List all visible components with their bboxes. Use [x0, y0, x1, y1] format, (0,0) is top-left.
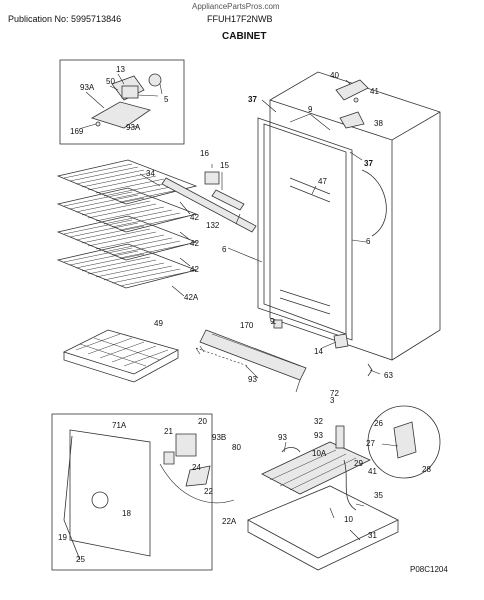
callout-31: 31 — [368, 531, 377, 540]
callout-63: 63 — [384, 371, 393, 380]
section-title: CABINET — [222, 31, 267, 42]
hinge-detail-circle — [367, 405, 441, 479]
callout-24: 24 — [192, 463, 201, 472]
model-number: FFUH17F2NWB — [207, 14, 273, 24]
callout-20: 20 — [198, 417, 207, 426]
callout-29: 29 — [354, 459, 363, 468]
callout-16: 16 — [200, 149, 209, 158]
callout-49: 49 — [154, 319, 163, 328]
shelf-rail-parts — [161, 171, 257, 233]
callout-71a: 71A — [112, 421, 127, 430]
callout-42-b: 42 — [190, 239, 199, 248]
leader-lines — [139, 79, 381, 541]
publication-number: Publication No: 5995713846 — [8, 14, 122, 24]
basket-grille — [62, 329, 180, 383]
toe-grille — [195, 329, 307, 381]
callout-10: 10 — [344, 515, 353, 524]
callout-18: 18 — [122, 509, 131, 518]
callout-47: 47 — [318, 177, 327, 186]
callout-34: 34 — [146, 169, 155, 178]
callout-72: 72 — [330, 389, 339, 398]
callout-14: 14 — [314, 347, 323, 356]
callout-93-mid: 93 — [248, 375, 257, 384]
callout-15: 15 — [220, 161, 229, 170]
callout-25: 25 — [76, 555, 85, 564]
callout-37-right: 37 — [364, 159, 373, 168]
callout-3: 3 — [330, 396, 335, 405]
callout-32: 32 — [314, 417, 323, 426]
callout-26: 26 — [374, 419, 383, 428]
callout-10a: 10A — [312, 449, 327, 458]
callout-42a: 42A — [184, 293, 199, 302]
callout-132: 132 — [206, 221, 220, 230]
callout-9-top: 9 — [308, 105, 313, 114]
callout-169: 169 — [70, 127, 84, 136]
callout-22: 22 — [204, 487, 213, 496]
callout-93-low-a: 93 — [278, 433, 287, 442]
callout-93-low-b: 93 — [314, 431, 323, 440]
callout-9-bottom: 9 — [270, 317, 275, 326]
callout-13: 13 — [116, 65, 125, 74]
callout-6-right: 6 — [366, 237, 371, 246]
callout-93a-upper: 93A — [80, 83, 95, 92]
callout-35: 35 — [374, 491, 383, 500]
callout-42-c: 42 — [190, 265, 199, 274]
callout-5: 5 — [164, 95, 169, 104]
callout-27: 27 — [366, 439, 375, 448]
callout-80: 80 — [232, 443, 241, 452]
top-hinge-parts — [335, 79, 369, 129]
callout-41-top: 41 — [370, 87, 379, 96]
base-assembly — [247, 425, 399, 571]
diagram-code: P08C1204 — [410, 565, 448, 574]
callout-38: 38 — [374, 119, 383, 128]
callout-19: 19 — [58, 533, 67, 542]
callout-93b: 93B — [212, 433, 226, 442]
callout-28: 28 — [422, 465, 431, 474]
callout-50: 50 — [106, 77, 115, 86]
callout-170: 170 — [240, 321, 254, 330]
callout-93a-lower: 93A — [126, 123, 141, 132]
thermostat-inset — [51, 413, 235, 571]
callout-22a: 22A — [222, 517, 237, 526]
light-assembly-inset — [59, 59, 185, 145]
callout-6-left: 6 — [222, 245, 227, 254]
callout-41-low: 41 — [368, 467, 377, 476]
watermark-text: AppliancePartsPros.com — [192, 2, 280, 11]
wire-shelves — [56, 159, 198, 289]
callout-37-left: 37 — [248, 95, 257, 104]
callout-21: 21 — [164, 427, 173, 436]
callout-40: 40 — [330, 71, 339, 80]
callout-42-a: 42 — [190, 213, 199, 222]
